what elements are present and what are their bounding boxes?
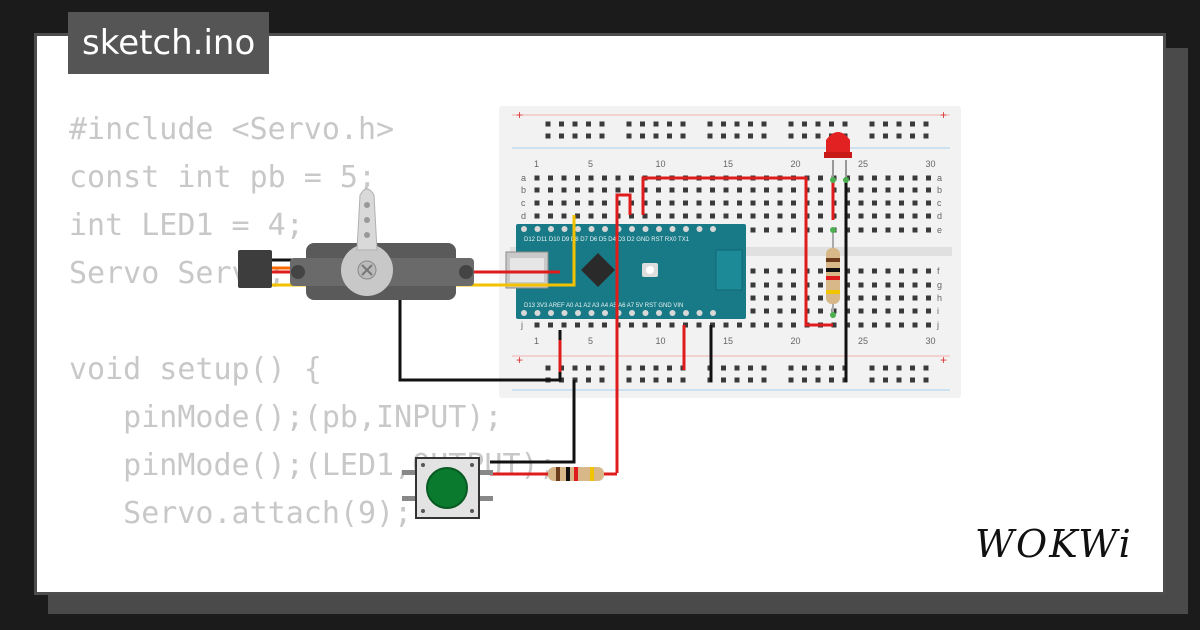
nano-pin xyxy=(575,310,581,316)
code-listing: #include <Servo.h> const int pb = 5; int… xyxy=(69,106,557,592)
nano-pin xyxy=(534,226,541,232)
column-number: 20 xyxy=(791,336,801,346)
nano-pin xyxy=(629,226,635,232)
nano-pin xyxy=(696,226,703,232)
servo[interactable] xyxy=(238,188,474,300)
nano-pin xyxy=(521,310,527,316)
nano-pin-headers xyxy=(521,226,716,316)
row-letter: e xyxy=(937,225,942,235)
row-letter: j xyxy=(520,320,523,330)
nano-pin xyxy=(629,310,635,316)
nano-pin xyxy=(534,310,541,316)
nano-pin xyxy=(683,310,689,316)
column-number: 30 xyxy=(926,159,936,169)
nano-pin xyxy=(588,310,595,316)
led-resistor[interactable] xyxy=(826,227,840,318)
code-line: Servo.attach(9); xyxy=(69,496,413,531)
button-ground-wire xyxy=(490,380,576,464)
wokwi-logo: WOKWi xyxy=(975,522,1133,566)
row-letter: d xyxy=(521,211,526,221)
column-number: 15 xyxy=(723,336,733,346)
nano-pin xyxy=(521,226,527,232)
nano-pin xyxy=(710,226,716,232)
column-number: 30 xyxy=(926,336,936,346)
rail-plus-label-bottom: + xyxy=(516,353,523,367)
rail-plus-label-right: + xyxy=(940,108,947,122)
column-number: 1 xyxy=(534,336,539,346)
nano-pin xyxy=(561,310,568,316)
nano-pin xyxy=(575,226,581,232)
code-line: pinMode();(LED1,OUTPUT); xyxy=(69,448,557,483)
button-signal-wire xyxy=(615,193,632,473)
code-line: int LED1 = 4; xyxy=(69,208,304,243)
pushbutton[interactable] xyxy=(402,457,493,519)
button-resistor[interactable] xyxy=(548,467,604,481)
nano-pin xyxy=(696,310,703,316)
row-letter: i xyxy=(937,306,939,316)
led-signal-wire xyxy=(641,176,833,327)
code-line: const int pb = 5; xyxy=(69,160,377,195)
file-title-tab: sketch.ino xyxy=(68,12,270,74)
code-line: #include <Servo.h> xyxy=(69,112,395,147)
nano-pin xyxy=(656,226,662,232)
row-letter: g xyxy=(937,280,942,290)
row-letter: a xyxy=(521,173,526,183)
red-led[interactable] xyxy=(824,132,852,183)
column-number: 20 xyxy=(791,159,801,169)
row-letter: b xyxy=(521,185,526,195)
nano-top-pin-labels: D12 D11 D10 D9 D8 D7 D6 D5 D4 D3 D2 GND … xyxy=(524,237,690,243)
nano-pin xyxy=(710,310,716,316)
nano-pin xyxy=(602,226,608,232)
nano-pin xyxy=(683,226,689,232)
row-letter: a xyxy=(937,173,942,183)
row-letter: f xyxy=(937,266,940,276)
nano-bottom-pin-labels: D13 3V3 AREF A0 A1 A2 A3 A4 A5 A6 A7 5V … xyxy=(524,303,683,309)
nano-pin xyxy=(642,310,649,316)
nano-pin xyxy=(588,226,595,232)
column-number: 15 xyxy=(723,159,733,169)
nano-pin xyxy=(602,310,608,316)
nano-pin xyxy=(656,310,662,316)
reset-button-icon xyxy=(646,266,654,274)
row-letter: d xyxy=(937,211,942,221)
row-letter: c xyxy=(937,198,942,208)
rail-plus-label-bottom-right: + xyxy=(940,353,947,367)
pushbutton-cap-icon xyxy=(426,467,468,509)
code-line: void setup() { xyxy=(69,352,322,387)
column-number: 25 xyxy=(858,159,868,169)
nano-pin xyxy=(669,226,676,232)
column-number: 10 xyxy=(656,336,666,346)
column-number: 1 xyxy=(534,159,539,169)
row-letter: c xyxy=(521,198,526,208)
column-number: 25 xyxy=(858,336,868,346)
column-number: 5 xyxy=(588,336,593,346)
column-number: 10 xyxy=(656,159,666,169)
nano-pin xyxy=(548,310,554,316)
nano-pin xyxy=(561,226,568,232)
code-line: pinMode();(pb,INPUT); xyxy=(69,400,503,435)
nano-pin xyxy=(669,310,676,316)
row-letter: h xyxy=(937,293,942,303)
nano-pin xyxy=(548,226,554,232)
column-number: 5 xyxy=(588,159,593,169)
row-letter: j xyxy=(936,320,939,330)
nano-pin xyxy=(642,226,649,232)
row-letter: b xyxy=(937,185,942,195)
rail-plus-label: + xyxy=(516,108,523,122)
